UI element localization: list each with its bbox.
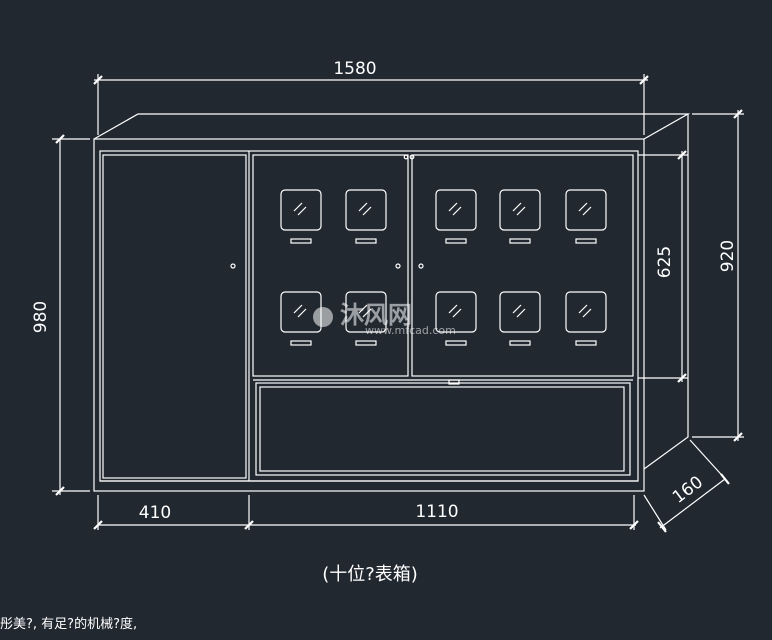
meter-window-3 — [435, 189, 477, 244]
dimension-ticks — [55, 75, 743, 533]
meter-door-left-handle — [395, 263, 401, 269]
meter-label-plate — [355, 238, 377, 244]
meter-frame — [499, 291, 541, 333]
meter-glass-mark — [582, 206, 592, 216]
meter-frame — [499, 189, 541, 231]
meter-window-8 — [435, 291, 477, 346]
watermark: 沐风网 www.mfcad.com — [313, 301, 456, 337]
meter-door-right — [411, 154, 634, 377]
door-hinge-top — [403, 154, 409, 160]
meter-glass-mark — [512, 304, 522, 314]
watermark-logo-icon — [313, 307, 333, 327]
meter-glass-mark — [293, 202, 303, 212]
meter-glass-mark — [578, 304, 588, 314]
meter-window-4 — [499, 189, 541, 244]
dim-label-meter-height: 625 — [655, 246, 675, 278]
dim-label-body-height: 920 — [718, 240, 738, 272]
meter-label-plate — [290, 340, 312, 346]
watermark-url: www.mfcad.com — [365, 324, 456, 337]
meter-frame — [345, 291, 387, 333]
meter-glass-mark — [297, 206, 307, 216]
dim-label-left-width: 410 — [139, 503, 171, 523]
meter-label-plate — [509, 238, 531, 244]
meter-glass-mark — [358, 202, 368, 212]
meter-frame — [565, 291, 607, 333]
dim-ext-line — [643, 494, 667, 531]
meter-glass-mark — [448, 304, 458, 314]
bottom-compartment-latch — [448, 379, 460, 385]
meter-window-5 — [565, 189, 607, 244]
meter-glass-mark — [297, 308, 307, 318]
meter-window-2 — [345, 189, 387, 244]
meter-window-7 — [345, 291, 387, 346]
meter-label-plate — [575, 340, 597, 346]
meter-glass-mark — [362, 206, 372, 216]
meter-window-9 — [499, 291, 541, 346]
cabinet-side-face — [643, 114, 689, 470]
meter-glass-mark — [452, 206, 462, 216]
bottom-compartment-outer — [255, 382, 631, 476]
bottom-compartment-inner — [259, 386, 625, 472]
meter-glass-mark — [512, 202, 522, 212]
meter-frame — [565, 189, 607, 231]
meter-frame — [280, 189, 322, 231]
drawing-caption: (十位?表箱) — [322, 564, 418, 585]
meter-glass-mark — [516, 308, 526, 318]
meter-glass-mark — [578, 202, 588, 212]
meter-label-plate — [445, 340, 467, 346]
dim-label-overall-width: 1580 — [333, 59, 376, 79]
door-hinge-top — [409, 154, 415, 160]
meter-glass-mark — [452, 308, 462, 318]
meter-frame — [435, 189, 477, 231]
meter-label-plate — [509, 340, 531, 346]
cabinet-top-face — [93, 113, 691, 140]
left-door — [102, 154, 247, 479]
meter-door-right-handle — [418, 263, 424, 269]
meter-glass-mark — [516, 206, 526, 216]
meter-glass-mark — [448, 202, 458, 212]
meter-window-10 — [565, 291, 607, 346]
dim-line-depth — [659, 478, 726, 529]
dim-label-right-width: 1110 — [415, 502, 458, 522]
meter-label-plate — [290, 238, 312, 244]
meter-window-1 — [280, 189, 322, 244]
dim-label-depth: 160 — [669, 472, 707, 508]
meter-frame — [435, 291, 477, 333]
left-door-handle — [230, 263, 236, 269]
meter-glass-mark — [362, 308, 372, 318]
meter-glass-mark — [582, 308, 592, 318]
meter-glass-mark — [358, 304, 368, 314]
meter-frame — [345, 189, 387, 231]
dim-label-overall-height: 980 — [31, 301, 51, 333]
meter-glass-mark — [293, 304, 303, 314]
cabinet-front-outline — [93, 138, 645, 492]
meter-label-plate — [355, 340, 377, 346]
meter-label-plate — [445, 238, 467, 244]
meter-door-left — [252, 154, 409, 377]
meter-label-plate — [575, 238, 597, 244]
bottom-note: 彤美?, 有足?的机械?度, — [0, 616, 137, 632]
watermark-brand: 沐风网 — [340, 301, 412, 329]
